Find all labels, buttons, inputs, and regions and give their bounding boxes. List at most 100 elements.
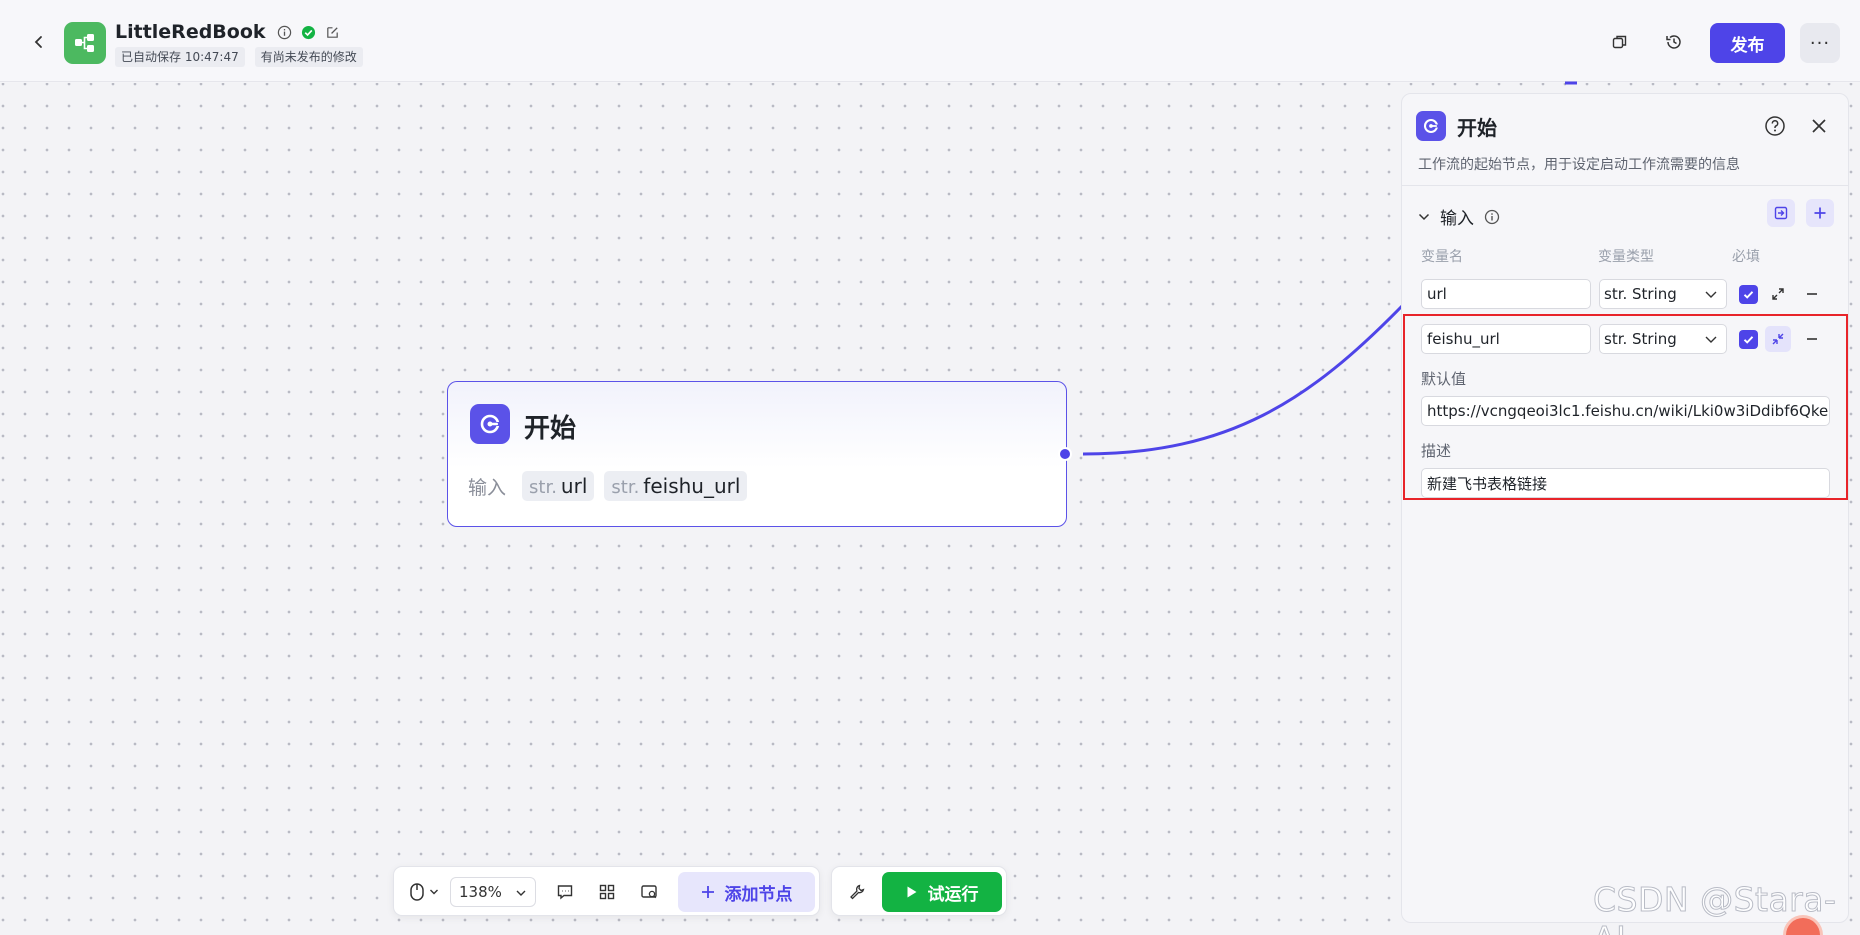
- help-button[interactable]: [1762, 113, 1788, 139]
- required-checkbox[interactable]: [1739, 330, 1758, 349]
- help-icon: [1765, 116, 1785, 136]
- plus-icon: [1814, 207, 1826, 219]
- wrench-icon: [850, 884, 865, 900]
- variable-row: str. String: [1421, 324, 1841, 354]
- inputs-section-header[interactable]: 输入: [1418, 204, 1500, 229]
- minimap-button[interactable]: [634, 877, 664, 907]
- variable-type-value: str. String: [1604, 330, 1677, 348]
- inputs-section-title: 输入: [1440, 209, 1474, 229]
- info-icon[interactable]: [1484, 209, 1500, 225]
- column-header-required: 必填: [1732, 249, 1760, 265]
- collapse-icon: [1772, 333, 1784, 345]
- test-run-button[interactable]: 试运行: [882, 872, 1002, 912]
- verified-check-icon: [301, 25, 315, 39]
- comment-button[interactable]: [550, 877, 580, 907]
- collapse-button[interactable]: [1765, 326, 1791, 352]
- start-icon: [480, 414, 500, 434]
- grid-layout-icon: [599, 884, 615, 900]
- inputs-label: 输入: [468, 476, 507, 499]
- close-icon: [1812, 119, 1826, 133]
- run-toolbar: 试运行: [831, 866, 1007, 916]
- check-icon: [1743, 336, 1754, 344]
- node-config-panel: 开始 工作流的起始节点，用于设定启动工作流需要的信息 输入: [1401, 93, 1849, 923]
- panel-title: 开始: [1457, 116, 1497, 140]
- app-name: LittleRedBook: [115, 21, 266, 43]
- description-input[interactable]: [1421, 468, 1830, 498]
- minus-icon: [1807, 338, 1817, 340]
- unpublished-badge: 有尚未发布的修改: [254, 47, 363, 67]
- expand-icon: [1772, 288, 1784, 300]
- interaction-mode-select[interactable]: [404, 877, 444, 907]
- variable-name: url: [560, 474, 588, 498]
- variable-name-input[interactable]: [1421, 324, 1591, 354]
- variable-type-select[interactable]: str. String: [1599, 324, 1727, 354]
- variable-name: feishu_url: [643, 474, 741, 498]
- description-label: 描述: [1421, 442, 1452, 460]
- chevron-down-icon: [430, 889, 438, 895]
- more-button[interactable]: ···: [1800, 23, 1840, 63]
- panel-start-icon: [1416, 111, 1446, 141]
- panel-header: 开始 工作流的起始节点，用于设定启动工作流需要的信息: [1402, 94, 1848, 186]
- add-node-button[interactable]: 添加节点: [678, 872, 815, 912]
- start-icon: [1423, 118, 1439, 134]
- chevron-down-icon: [516, 890, 526, 896]
- workflow-icon: [75, 34, 94, 52]
- layout-button[interactable]: [592, 877, 622, 907]
- avatar[interactable]: [1786, 918, 1820, 935]
- start-node-inputs: 输入 str. url str. feishu_url: [468, 471, 748, 501]
- import-variables-button[interactable]: [1767, 199, 1795, 227]
- minus-icon: [1807, 293, 1817, 295]
- autosave-badge: 已自动保存 10:47:47: [115, 47, 245, 67]
- top-header: LittleRedBook 已自动保存 10:47:47 有尚未发布的修改: [0, 0, 1860, 82]
- comment-icon: [557, 885, 573, 900]
- canvas-toolbar: 138% 添加节点: [393, 866, 820, 916]
- start-node-title: 开始: [524, 414, 577, 444]
- edit-icon[interactable]: [325, 25, 340, 40]
- expand-button[interactable]: [1765, 281, 1791, 307]
- add-variable-button[interactable]: [1806, 199, 1834, 227]
- chevron-down-icon: [1705, 336, 1717, 343]
- remove-variable-button[interactable]: [1799, 281, 1825, 307]
- more-icon: ···: [1809, 32, 1831, 54]
- start-node-output-port[interactable]: [1058, 447, 1072, 461]
- minimap-icon: [641, 885, 657, 899]
- add-node-label: 添加节点: [724, 884, 793, 905]
- test-run-label: 试运行: [927, 884, 979, 905]
- start-node-icon: [470, 404, 510, 444]
- publish-button[interactable]: 发布: [1710, 23, 1785, 63]
- chevron-down-icon: [1705, 291, 1717, 298]
- zoom-value: 138%: [459, 883, 502, 901]
- variable-chip: str. feishu_url: [604, 471, 748, 501]
- copy-button[interactable]: [1606, 28, 1634, 56]
- play-icon: [907, 886, 916, 898]
- chevron-left-icon: [34, 36, 42, 48]
- panel-description: 工作流的起始节点，用于设定启动工作流需要的信息: [1418, 157, 1740, 173]
- chevron-down-icon: [1418, 213, 1430, 220]
- app-title: LittleRedBook: [115, 21, 340, 43]
- mouse-icon: [410, 883, 424, 901]
- column-header-name: 变量名: [1421, 249, 1463, 265]
- info-icon[interactable]: [277, 25, 292, 40]
- variable-name-input[interactable]: [1421, 279, 1591, 309]
- default-value-input[interactable]: [1421, 396, 1830, 426]
- history-button[interactable]: [1660, 28, 1688, 56]
- history-icon: [1666, 35, 1681, 49]
- watermark: CSDN @Stara-AI: [1593, 880, 1837, 935]
- close-button[interactable]: [1806, 113, 1832, 139]
- app-logo: [64, 22, 106, 64]
- zoom-select[interactable]: 138%: [450, 877, 536, 907]
- variable-type: str.: [611, 477, 640, 498]
- default-value-label: 默认值: [1421, 370, 1467, 388]
- debug-tools-button[interactable]: [842, 877, 872, 907]
- check-icon: [1743, 291, 1754, 299]
- status-badges: 已自动保存 10:47:47 有尚未发布的修改: [115, 47, 363, 67]
- import-icon: [1774, 206, 1788, 220]
- start-node[interactable]: 开始 输入 str. url str. feishu_url: [447, 381, 1067, 527]
- variable-chip: str. url: [522, 471, 595, 501]
- variable-type-select[interactable]: str. String: [1599, 279, 1727, 309]
- required-checkbox[interactable]: [1739, 285, 1758, 304]
- back-button[interactable]: [26, 29, 52, 55]
- variable-row: str. String: [1421, 279, 1841, 309]
- remove-variable-button[interactable]: [1799, 326, 1825, 352]
- column-header-type: 变量类型: [1598, 249, 1654, 265]
